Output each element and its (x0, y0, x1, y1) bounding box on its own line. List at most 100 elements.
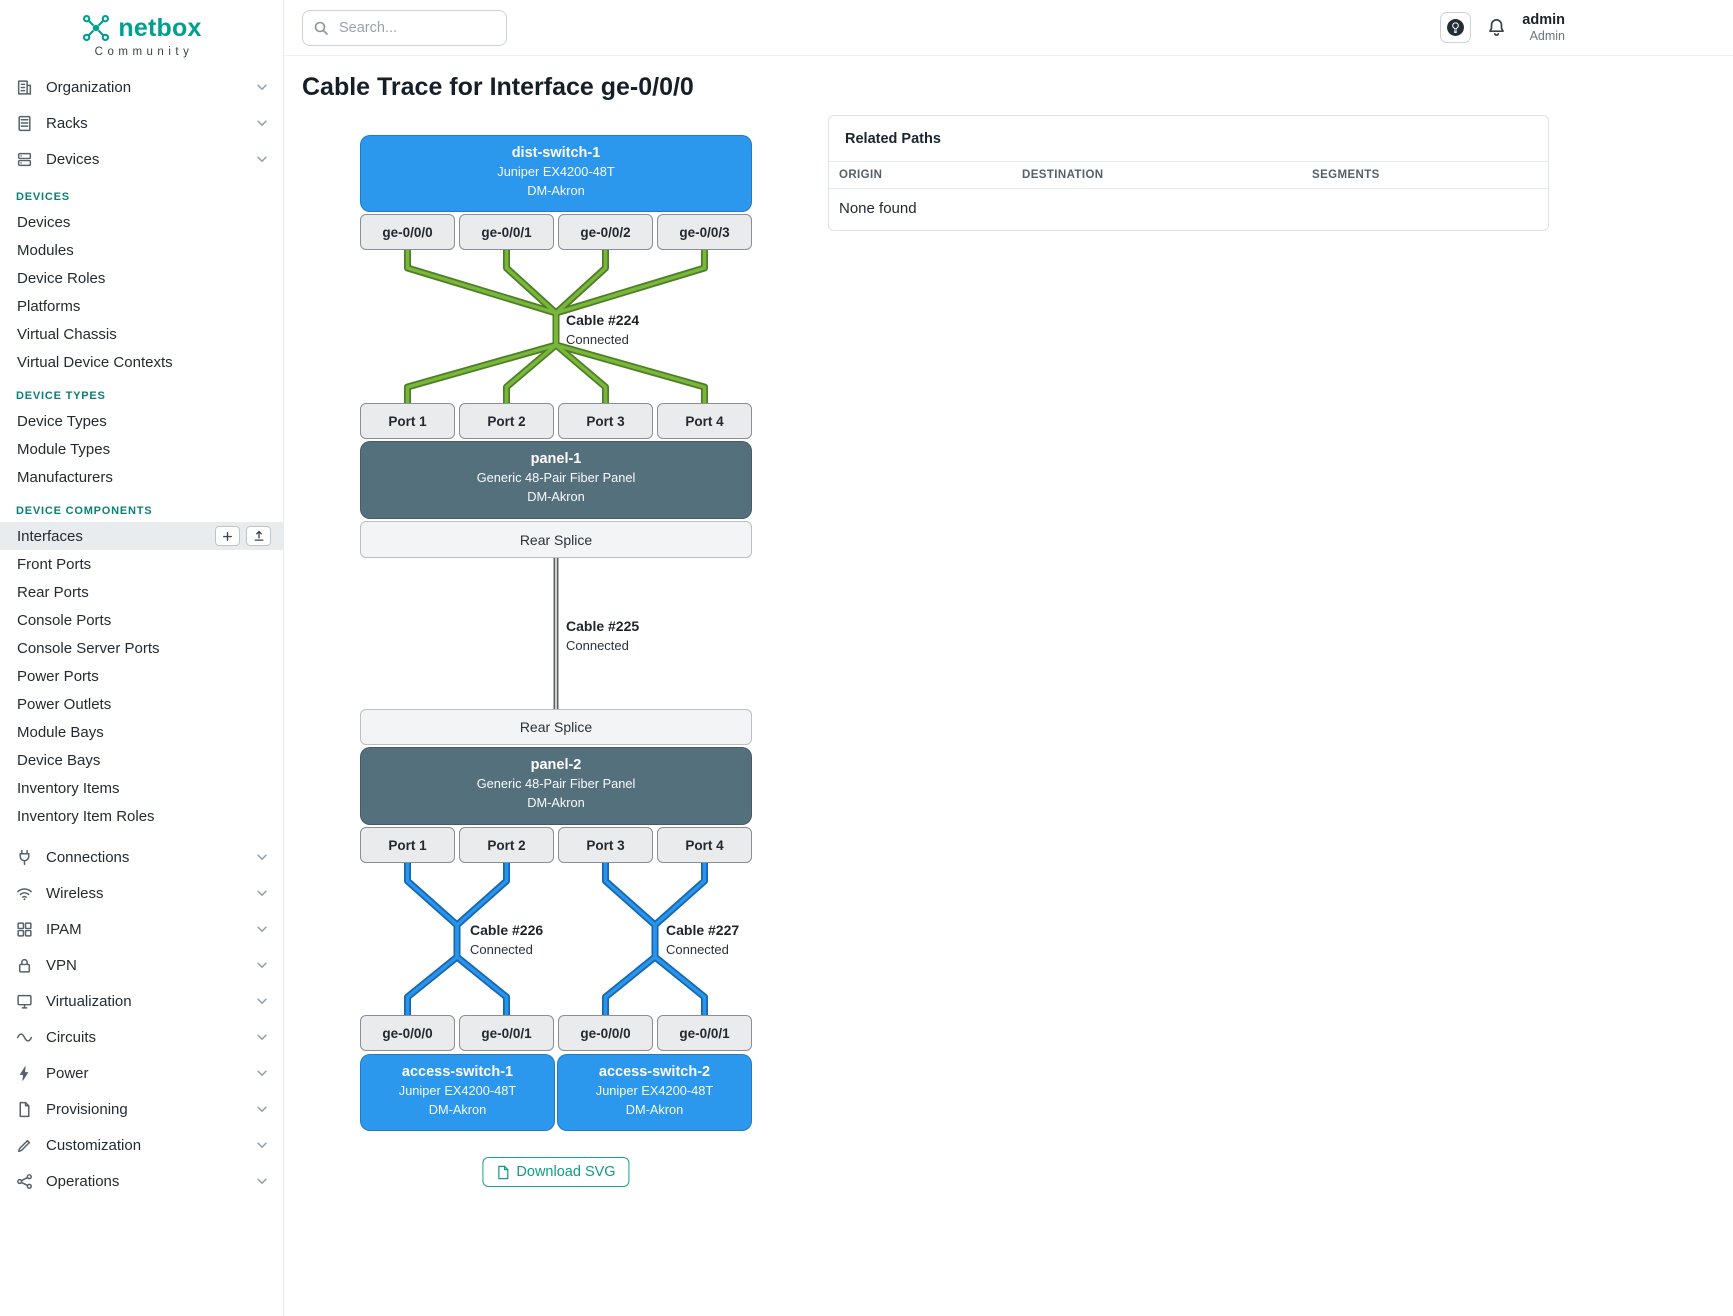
sidebar-item-device-roles[interactable]: Device Roles (17, 269, 106, 287)
sidebar-item-module-bays[interactable]: Module Bays (17, 723, 104, 741)
sidebar-item-label: Power (46, 1064, 89, 1082)
sidebar-item-virtual-chassis[interactable]: Virtual Chassis (17, 325, 117, 343)
trace-node-panel-2[interactable]: panel-2 Generic 48-Pair Fiber Panel DM-A… (360, 747, 752, 825)
sidebar-item-virtualization[interactable]: Virtualization (0, 983, 283, 1019)
sidebar-item-device-types[interactable]: Device Types (17, 412, 107, 430)
panel1-port-2[interactable]: Port 2 (459, 403, 554, 439)
section-title-device-types: DEVICE TYPES (16, 390, 106, 402)
cable-226-label[interactable]: Cable #226 Connected (470, 921, 543, 959)
sidebar-item-organization[interactable]: Organization (0, 69, 283, 105)
column-origin: ORIGIN (839, 169, 883, 181)
sidebar-item-vpn[interactable]: VPN (0, 947, 283, 983)
brand-tagline: Community (94, 46, 194, 58)
sidebar-item-front-ports[interactable]: Front Ports (17, 555, 92, 573)
access2-iface-ge-0-0-1[interactable]: ge-0/0/1 (657, 1015, 752, 1051)
user-role: Admin (1529, 28, 1565, 43)
sidebar-item-manufacturers[interactable]: Manufacturers (17, 468, 113, 486)
cable-225-label[interactable]: Cable #225 Connected (566, 617, 639, 655)
download-svg-button[interactable]: Download SVG (482, 1157, 630, 1187)
sidebar-item-ipam[interactable]: IPAM (0, 911, 283, 947)
sidebar-item-provisioning[interactable]: Provisioning (0, 1091, 283, 1127)
panel2-rear-splice[interactable]: Rear Splice (360, 709, 752, 745)
related-paths-card: Related Paths ORIGIN DESTINATION SEGMENT… (828, 115, 1549, 231)
theme-toggle-button[interactable] (1440, 11, 1472, 43)
sidebar-item-inventory-item-roles[interactable]: Inventory Item Roles (17, 807, 155, 825)
sidebar-nav: Organization Racks Devices DEVICES Devic… (0, 69, 283, 1199)
cable-224-label[interactable]: Cable #224 Connected (566, 311, 639, 349)
document-icon (16, 1101, 35, 1118)
cable-lines (360, 135, 752, 1135)
sidebar-item-racks[interactable]: Racks (0, 105, 283, 141)
search-input[interactable] (337, 18, 496, 37)
panel2-port-3[interactable]: Port 3 (558, 827, 653, 863)
sidebar-item-console-server-ports[interactable]: Console Server Ports (17, 639, 160, 657)
access1-iface-ge-0-0-1[interactable]: ge-0/0/1 (459, 1015, 554, 1051)
sidebar-item-connections[interactable]: Connections (0, 839, 283, 875)
bolt-icon (16, 1065, 35, 1082)
chevron-down-icon (255, 922, 269, 936)
sidebar-item-modules[interactable]: Modules (17, 241, 74, 259)
sidebar-item-label: Customization (46, 1136, 142, 1154)
sidebar-item-power[interactable]: Power (0, 1055, 283, 1091)
dist-iface-ge-0-0-1[interactable]: ge-0/0/1 (459, 214, 554, 250)
panel2-port-1[interactable]: Port 1 (360, 827, 455, 863)
sidebar-item-rear-ports[interactable]: Rear Ports (17, 583, 89, 601)
building-icon (16, 79, 35, 96)
panel2-port-2[interactable]: Port 2 (459, 827, 554, 863)
sidebar-item-customization[interactable]: Customization (0, 1127, 283, 1163)
cable-status: Connected (566, 638, 629, 653)
file-icon (496, 1165, 509, 1180)
dist-iface-ge-0-0-3[interactable]: ge-0/0/3 (657, 214, 752, 250)
chevron-down-icon (255, 116, 269, 130)
trace-node-panel-1[interactable]: panel-1 Generic 48-Pair Fiber Panel DM-A… (360, 441, 752, 519)
access1-iface-ge-0-0-0[interactable]: ge-0/0/0 (360, 1015, 455, 1051)
panel1-port-1[interactable]: Port 1 (360, 403, 455, 439)
trace-node-access-switch-2[interactable]: access-switch-2 Juniper EX4200-48T DM-Ak… (557, 1054, 752, 1131)
sidebar-item-devices[interactable]: Devices (0, 141, 283, 177)
sidebar-item-inventory-items[interactable]: Inventory Items (17, 779, 120, 797)
device-model: Generic 48-Pair Fiber Panel (476, 470, 636, 485)
chevron-down-icon (255, 1102, 269, 1116)
trace-node-dist-switch-1[interactable]: dist-switch-1 Juniper EX4200-48T DM-Akro… (360, 135, 752, 212)
netbox-logo[interactable]: netbox Community (0, 0, 283, 58)
access2-iface-ge-0-0-0[interactable]: ge-0/0/0 (558, 1015, 653, 1051)
device-site: DM-Akron (625, 1102, 684, 1117)
dist-iface-ge-0-0-0[interactable]: ge-0/0/0 (360, 214, 455, 250)
sidebar-item-power-ports[interactable]: Power Ports (17, 667, 99, 685)
rack-icon (16, 115, 35, 132)
add-interface-button[interactable] (215, 526, 240, 546)
panel2-port-4[interactable]: Port 4 (657, 827, 752, 863)
panel1-port-3[interactable]: Port 3 (558, 403, 653, 439)
device-name: dist-switch-1 (511, 145, 601, 161)
sidebar-item-operations[interactable]: Operations (0, 1163, 283, 1199)
sidebar-item-power-outlets[interactable]: Power Outlets (17, 695, 112, 713)
import-interfaces-button[interactable] (246, 526, 271, 546)
panel1-port-4[interactable]: Port 4 (657, 403, 752, 439)
chevron-down-icon (255, 886, 269, 900)
chevron-down-icon (255, 1066, 269, 1080)
user-menu[interactable]: admin Admin (1522, 12, 1565, 44)
empty-state-row: None found (829, 189, 1548, 230)
panel1-rear-splice[interactable]: Rear Splice (360, 521, 752, 558)
sidebar-item-wireless[interactable]: Wireless (0, 875, 283, 911)
sidebar-item-circuits[interactable]: Circuits (0, 1019, 283, 1055)
section-title-devices: DEVICES (16, 191, 70, 203)
sidebar-item-interfaces[interactable]: Interfaces (0, 522, 283, 550)
sidebar-item-platforms[interactable]: Platforms (17, 297, 81, 315)
sidebar-item-device-bays[interactable]: Device Bays (17, 751, 101, 769)
search-icon (313, 20, 329, 36)
sidebar-item-console-ports[interactable]: Console Ports (17, 611, 112, 629)
sidebar-item-devices-link[interactable]: Devices (17, 213, 71, 231)
notifications-button[interactable] (1486, 17, 1507, 38)
cable-227-label[interactable]: Cable #227 Connected (666, 921, 739, 959)
sidebar-item-module-types[interactable]: Module Types (17, 440, 111, 458)
sidebar: netbox Community Organization Racks Devi… (0, 0, 284, 1316)
search-box[interactable] (302, 9, 507, 46)
import-icon (254, 530, 263, 541)
dist-iface-ge-0-0-2[interactable]: ge-0/0/2 (558, 214, 653, 250)
cable-name: Cable #224 (566, 312, 640, 328)
trace-node-access-switch-1[interactable]: access-switch-1 Juniper EX4200-48T DM-Ak… (360, 1054, 555, 1131)
wifi-icon (16, 885, 35, 902)
sidebar-item-label: IPAM (46, 920, 82, 938)
sidebar-item-virtual-device-contexts[interactable]: Virtual Device Contexts (17, 353, 173, 371)
